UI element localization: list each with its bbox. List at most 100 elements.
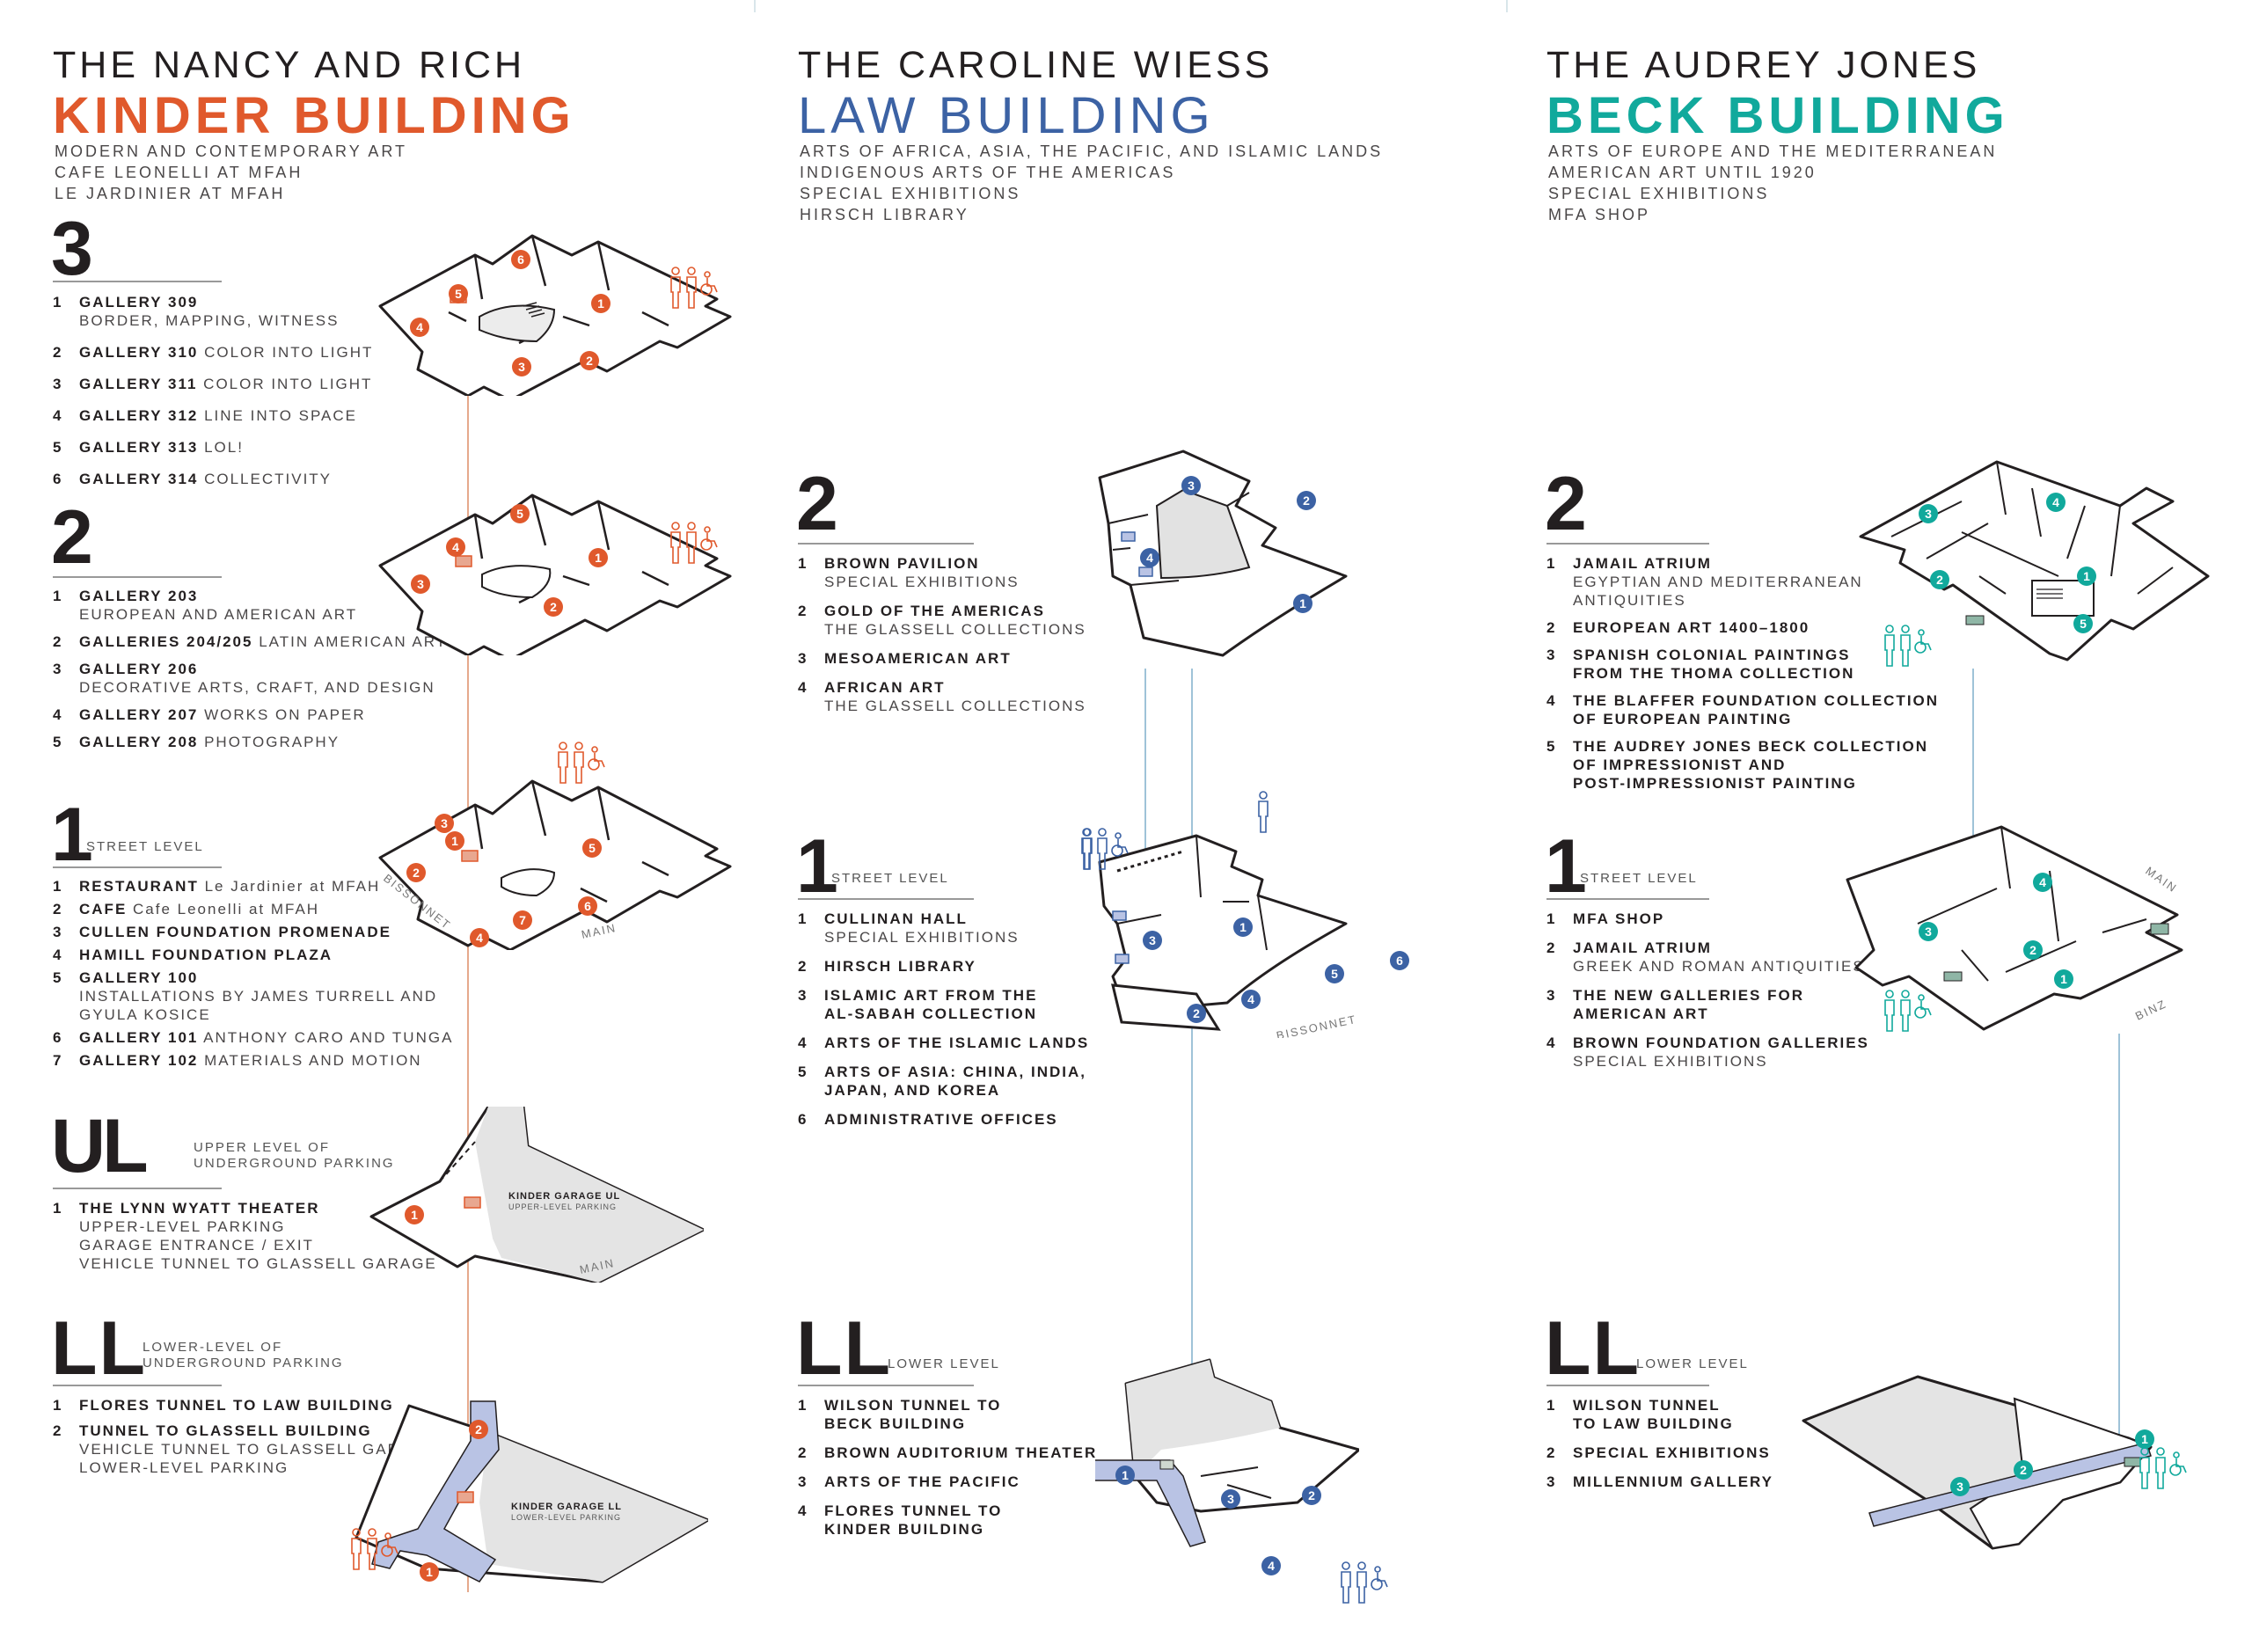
floorplan-number-marker: 5 bbox=[2073, 614, 2093, 633]
legend-item-title: SPECIAL EXHIBITIONS bbox=[1573, 1444, 1771, 1461]
kinder-level-1-note: STREET LEVEL bbox=[86, 839, 204, 854]
legend-item-title: GALLERY 207 bbox=[79, 706, 199, 723]
svg-text:3: 3 bbox=[441, 816, 448, 830]
legend-item-number: 3 bbox=[53, 924, 63, 940]
kinder-level-3-number: 3 bbox=[51, 207, 93, 291]
beck-level-2-map bbox=[1859, 460, 2210, 662]
svg-text:6: 6 bbox=[584, 899, 591, 913]
svg-text:4: 4 bbox=[1146, 551, 1153, 565]
legend-item-number: 6 bbox=[798, 1111, 808, 1128]
legend-item-number: 2 bbox=[53, 1422, 63, 1439]
restroom-icon bbox=[1082, 828, 1093, 870]
kinder-level-ll-map: KINDER GARAGE LL LOWER-LEVEL PARKING bbox=[355, 1400, 708, 1583]
legend-item-number: 5 bbox=[1546, 738, 1557, 755]
floorplan-number-marker: 4 bbox=[2046, 493, 2066, 512]
floorplan-number-marker: 6 bbox=[578, 896, 597, 916]
legend-item-title: GALLERY 309 bbox=[79, 294, 199, 311]
floorplan-number-marker: 4 bbox=[1140, 548, 1159, 567]
svg-text:4: 4 bbox=[452, 540, 459, 554]
divider bbox=[53, 576, 222, 578]
kinder-level-ll-note: LOWER-LEVEL OF UNDERGROUND PARKING bbox=[143, 1340, 344, 1371]
kinder-level-1-map: BISSONNET MAIN bbox=[378, 779, 732, 950]
legend-item-description: THE GLASSELL COLLECTIONS bbox=[824, 621, 1086, 638]
legend-item-title: RESTAURANT bbox=[79, 878, 199, 895]
svg-text:1: 1 bbox=[595, 551, 602, 565]
floorplan-number-marker: 1 bbox=[1233, 917, 1253, 937]
legend-item-title: BROWN AUDITORIUM THEATER bbox=[824, 1444, 1098, 1461]
beck-title-prefix: THE AUDREY JONES bbox=[1546, 44, 1981, 86]
legend-item-title: THE NEW GALLERIES FOR bbox=[1573, 987, 1804, 1004]
kinder-level-2-map bbox=[378, 493, 732, 655]
legend-item-detail: LATIN AMERICAN ART bbox=[252, 633, 448, 650]
restroom-women-icon bbox=[558, 742, 568, 784]
floorplan-number-marker: 7 bbox=[513, 910, 532, 930]
legend-item-title: MILLENNIUM GALLERY bbox=[1573, 1473, 1774, 1490]
floorplan-number-marker: 5 bbox=[1325, 964, 1344, 983]
svg-text:1: 1 bbox=[2083, 569, 2090, 583]
legend-item-number: 4 bbox=[53, 947, 63, 963]
legend-item-title: HAMILL FOUNDATION PLAZA bbox=[79, 947, 333, 963]
legend-item-detail: COLOR INTO LIGHT bbox=[197, 376, 373, 392]
legend-item-detail: COLOR INTO LIGHT bbox=[198, 344, 374, 361]
beck-level-2-number: 2 bbox=[1545, 462, 1587, 546]
floorplan-number-marker: 4 bbox=[446, 537, 465, 557]
legend-item-number: 2 bbox=[1546, 939, 1557, 956]
legend-item-number: 2 bbox=[1546, 619, 1557, 636]
svg-text:2: 2 bbox=[475, 1422, 482, 1436]
kinder-garage-ll-sublabel: LOWER-LEVEL PARKING bbox=[511, 1513, 621, 1522]
restroom-icon bbox=[1258, 791, 1269, 833]
floorplan-number-marker: 1 bbox=[405, 1205, 424, 1224]
legend-item-title: FLORES TUNNEL TO LAW BUILDING bbox=[79, 1397, 394, 1414]
svg-text:4: 4 bbox=[2052, 495, 2059, 509]
kinder-column: THE NANCY AND RICH KINDER BUILDING MODER… bbox=[0, 0, 752, 1652]
accessible-icon bbox=[1371, 1566, 1388, 1590]
legend-item-description: BORDER, MAPPING, WITNESS bbox=[79, 312, 340, 329]
floorplan-number-marker: 1 bbox=[1115, 1466, 1135, 1485]
floorplan-number-marker: 3 bbox=[512, 357, 531, 376]
column-separator bbox=[754, 0, 756, 12]
legend-item-title: ARTS OF ASIA: CHINA, INDIA, bbox=[824, 1064, 1086, 1080]
legend-item-number: 2 bbox=[798, 603, 808, 619]
legend-item-number: 3 bbox=[1546, 987, 1557, 1004]
restroom-men-icon bbox=[686, 522, 697, 564]
legend-item-title: THE AUDREY JONES BECK COLLECTION bbox=[1573, 738, 1929, 755]
legend-item-detail: LINE INTO SPACE bbox=[198, 407, 358, 424]
legend-item-title: FLORES TUNNEL TO bbox=[824, 1502, 1003, 1519]
restroom-women-icon bbox=[1884, 990, 1895, 1032]
legend-item-number: 3 bbox=[53, 661, 63, 677]
legend-item-title: GALLERY 311 bbox=[79, 376, 198, 392]
floorplan-number-marker: 1 bbox=[420, 1562, 439, 1582]
legend-item-number: 4 bbox=[798, 679, 808, 696]
legend-item-title: CULLINAN HALL bbox=[824, 910, 968, 927]
legend-item-number: 1 bbox=[1546, 1397, 1557, 1414]
legend-item-title: GOLD OF THE AMERICAS bbox=[824, 603, 1045, 619]
svg-text:3: 3 bbox=[518, 360, 525, 374]
floorplan-number-marker: 3 bbox=[1221, 1489, 1240, 1509]
legend-item-title: GALLERY 100 bbox=[79, 969, 199, 986]
floorplan-number-marker: 3 bbox=[1919, 504, 1938, 523]
svg-text:7: 7 bbox=[519, 913, 526, 927]
svg-text:4: 4 bbox=[416, 320, 423, 334]
restroom-men-icon bbox=[2155, 1447, 2166, 1489]
legend-item-title: MFA SHOP bbox=[1573, 910, 1665, 927]
legend-item-title: BROWN PAVILION bbox=[824, 555, 980, 572]
legend-item-title-cont: OF IMPRESSIONIST AND bbox=[1573, 757, 1787, 773]
legend-item-title-cont: TO LAW BUILDING bbox=[1573, 1415, 1734, 1432]
law-level-2-number: 2 bbox=[796, 462, 838, 546]
divider bbox=[798, 898, 974, 900]
legend-item-number: 2 bbox=[53, 901, 63, 917]
